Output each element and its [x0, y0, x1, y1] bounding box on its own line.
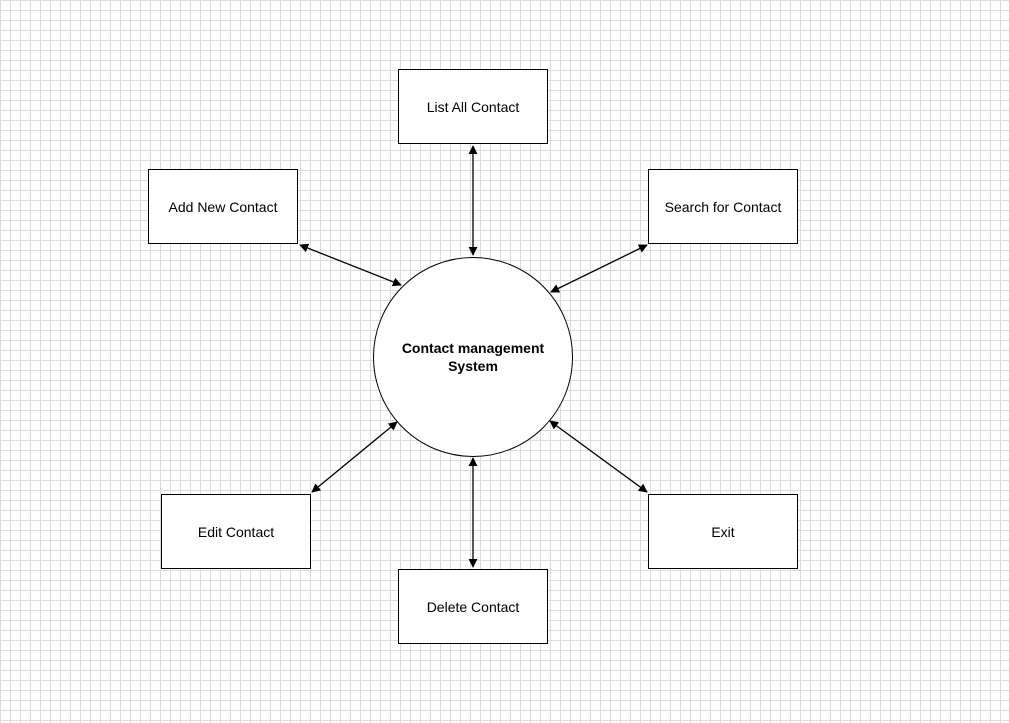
- node-label: Exit: [711, 523, 735, 540]
- connector-exit[interactable]: [549, 420, 648, 493]
- node-add-new-contact[interactable]: Add New Contact: [148, 169, 298, 244]
- node-list-all-contact[interactable]: List All Contact: [398, 69, 548, 144]
- node-label: Delete Contact: [426, 598, 520, 615]
- node-exit[interactable]: Exit: [648, 494, 798, 569]
- node-search-for-contact[interactable]: Search for Contact: [648, 169, 798, 244]
- node-label: Search for Contact: [664, 198, 782, 215]
- node-edit-contact[interactable]: Edit Contact: [161, 494, 311, 569]
- node-label: Edit Contact: [197, 523, 275, 540]
- center-system-label: Contact management System: [401, 340, 545, 374]
- connector-edit[interactable]: [311, 421, 398, 493]
- connector-search[interactable]: [550, 244, 648, 293]
- node-label: List All Contact: [426, 98, 520, 115]
- node-delete-contact[interactable]: Delete Contact: [398, 569, 548, 644]
- node-label: Add New Contact: [168, 198, 278, 215]
- connector-add[interactable]: [299, 243, 402, 287]
- center-system-node[interactable]: Contact management System: [373, 257, 573, 457]
